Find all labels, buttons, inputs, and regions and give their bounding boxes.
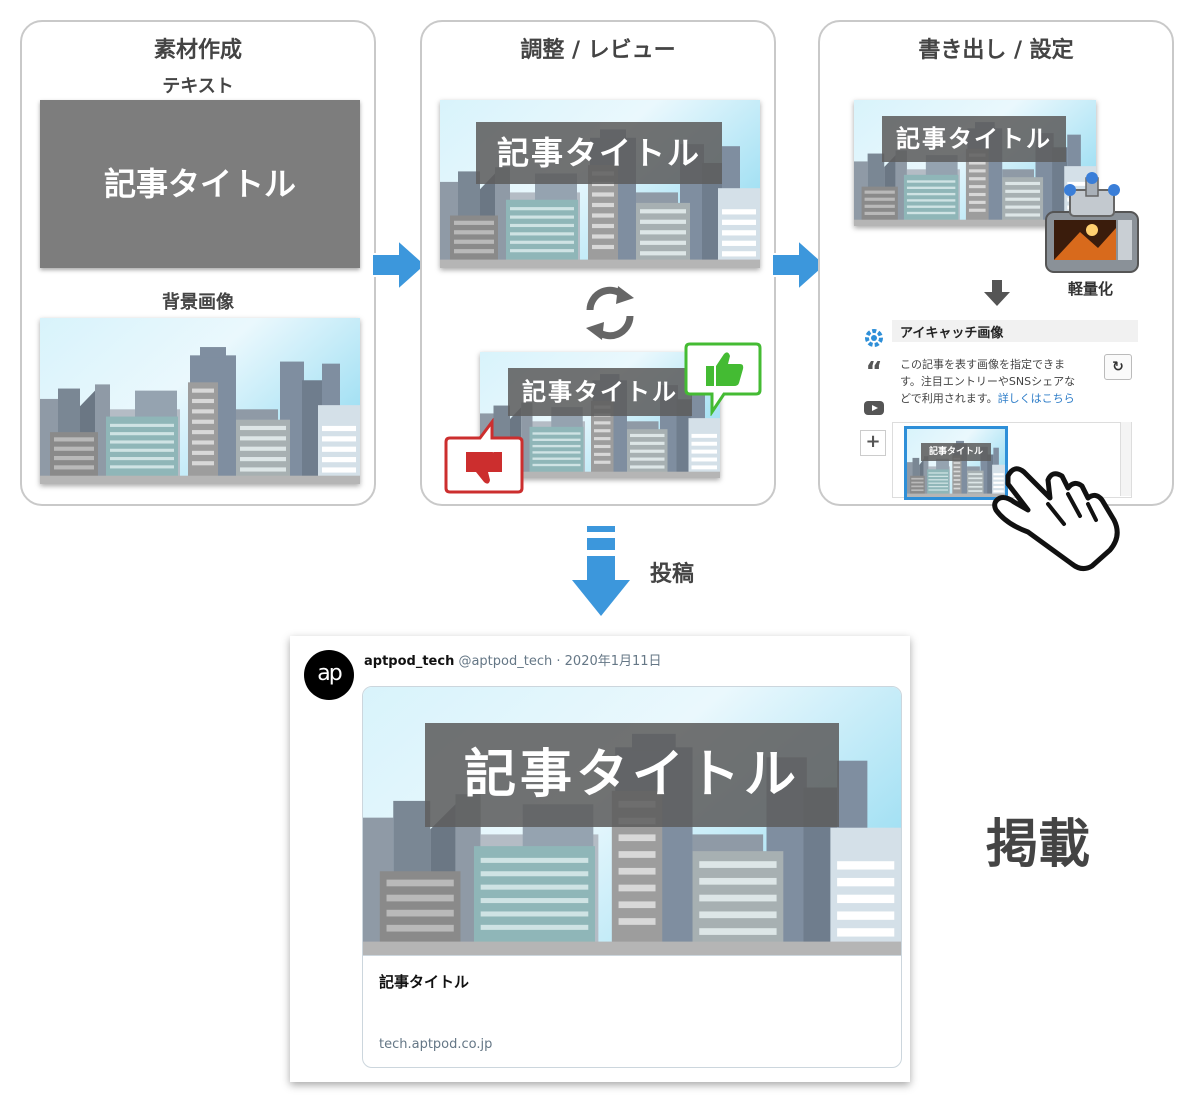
- link-card-image: 記事タイトル: [363, 687, 901, 955]
- description-line-1: この記事を表す画像を指定できま: [900, 356, 1110, 373]
- arrow-down-icon: [570, 522, 632, 618]
- tweet-separator: ·: [556, 654, 560, 669]
- panel-title-export: 書き出し / 設定: [820, 32, 1172, 64]
- text-material-label: テキスト: [22, 72, 374, 98]
- description-line-2: す。注目エントリーやSNSシェアな: [900, 373, 1110, 390]
- tweet-author-name[interactable]: aptpod_tech: [364, 654, 454, 669]
- quote-icon[interactable]: “: [862, 360, 886, 384]
- thumbnail-title-overlay-export: 記事タイトル: [882, 116, 1066, 162]
- panel-export-settings: 書き出し / 設定 記事タイトル 軽量化 “ + アイキャッチ画像: [818, 20, 1174, 506]
- panel-review: 調整 / レビュー 記事タイトル 記事タイトル: [420, 20, 776, 506]
- video-icon[interactable]: [862, 396, 886, 420]
- review-thumbnail-large: 記事タイトル: [440, 100, 760, 268]
- background-image: [40, 318, 360, 484]
- description-line-3: どで利用されます。: [900, 392, 998, 405]
- learn-more-link[interactable]: 詳しくはこちら: [998, 392, 1075, 405]
- card-image-title-overlay: 記事タイトル: [425, 723, 839, 827]
- tweet-date[interactable]: 2020年1月11日: [565, 654, 662, 669]
- panel-material-creation: 素材作成 テキスト 記事タイトル 背景画像: [20, 20, 376, 506]
- post-label: 投稿: [650, 556, 694, 588]
- tweet: ap aptpod_tech @aptpod_tech · 2020年1月11日…: [290, 636, 910, 1082]
- image-compression-app-icon: [1040, 172, 1144, 276]
- thumbnail-title-overlay-small: 記事タイトル: [508, 368, 692, 416]
- thumbnail-title-overlay-tiny: 記事タイトル: [921, 443, 991, 461]
- add-block-icon[interactable]: +: [860, 430, 886, 456]
- tweet-header: aptpod_tech @aptpod_tech · 2020年1月11日: [364, 650, 662, 669]
- link-card[interactable]: 記事タイトル 記事タイトル tech.aptpod.co.jp: [362, 686, 902, 1068]
- thumbs-up-icon: [684, 340, 762, 416]
- link-card-domain: tech.aptpod.co.jp: [379, 1037, 492, 1052]
- avatar[interactable]: ap: [304, 650, 354, 700]
- compress-label: 軽量化: [1068, 278, 1113, 299]
- panel-title-review: 調整 / レビュー: [422, 32, 774, 64]
- publish-label: 掲載: [986, 802, 1090, 877]
- background-material-label: 背景画像: [22, 288, 374, 314]
- eyecatch-description: この記事を表す画像を指定できま す。注目エントリーやSNSシェアな どで利用され…: [900, 356, 1110, 407]
- gear-icon[interactable]: [862, 326, 886, 350]
- thumbnail-title-overlay: 記事タイトル: [476, 122, 722, 184]
- text-material-image: 記事タイトル: [40, 100, 360, 268]
- eyecatch-panel-title: アイキャッチ画像: [900, 322, 1003, 341]
- tweet-author-handle[interactable]: @aptpod_tech: [458, 654, 552, 669]
- panel-title-create: 素材作成: [22, 32, 374, 64]
- refresh-cycle-icon: [580, 284, 640, 342]
- arrow-down-icon: [982, 278, 1012, 308]
- thumbs-down-icon: [444, 418, 524, 496]
- refresh-icon[interactable]: ↻: [1104, 354, 1132, 380]
- pointing-hand-cursor-icon: [988, 454, 1128, 572]
- link-card-title: 記事タイトル: [379, 971, 469, 992]
